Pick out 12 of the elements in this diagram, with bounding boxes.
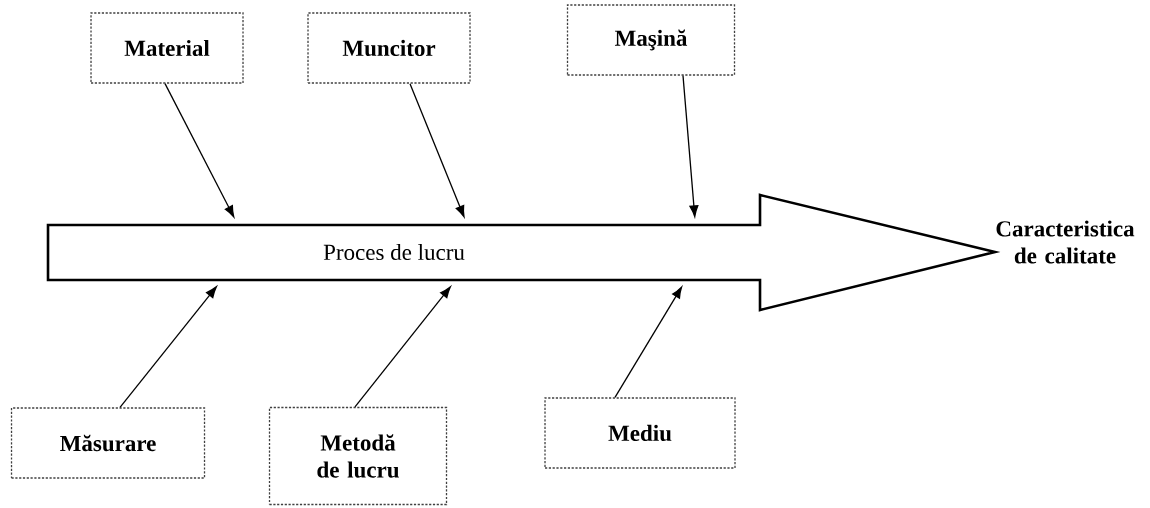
arrow [164,83,235,218]
cause-box: Metodă de lucru [268,406,448,506]
cause-box: Mediu [544,397,736,469]
arrow [119,286,217,408]
arrow [682,75,699,218]
cause-box: Material [90,12,244,84]
arrow [354,286,451,408]
arrow [614,286,683,398]
arrow [409,83,465,218]
cause-box: Muncitor [307,12,471,84]
cause-box: Maşină [566,4,736,76]
cause-box: Măsurare [10,407,206,479]
